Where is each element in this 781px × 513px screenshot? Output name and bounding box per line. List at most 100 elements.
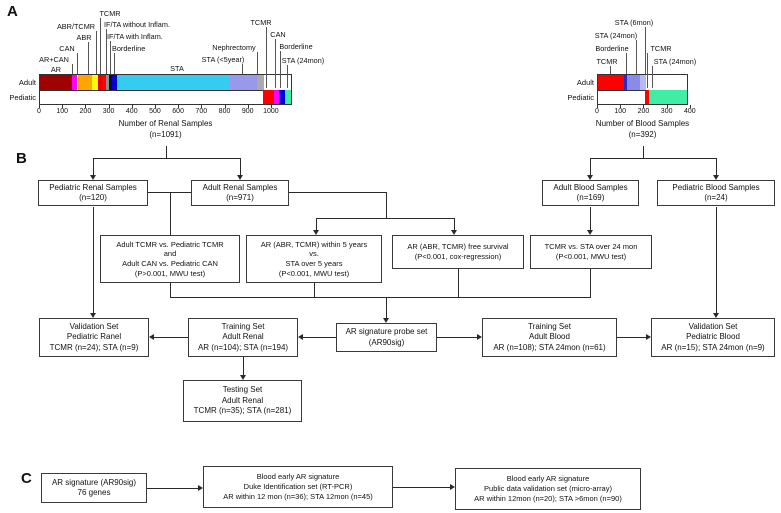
connector-line [437, 337, 478, 339]
arrowhead-down [587, 175, 593, 180]
blood-chart-axis-title: Number of Blood Samples [595, 119, 690, 128]
blood-chart-tick [620, 105, 622, 108]
blood-chart-row-label: Adult [576, 77, 594, 87]
box-line: TCMR (n=24); STA (n=9) [49, 342, 139, 352]
connector-line [147, 488, 199, 490]
arrowhead-down [451, 230, 457, 235]
connector-line [170, 297, 591, 299]
arrowhead-down [383, 318, 389, 323]
connector-line [170, 283, 172, 297]
renal-chart-callout-label: AR [50, 65, 62, 74]
box-line: Training Set [528, 321, 571, 331]
segment-sta-24mon- [285, 90, 291, 104]
box-adult-renal-samples: Adult Renal Samples (n=971) [191, 180, 289, 206]
renal-chart-callout-label: Borderline [279, 42, 313, 51]
renal-chart-tick [154, 105, 156, 108]
box-training-adult-renal: Training Set Adult Renal AR (n=104); STA… [188, 318, 298, 357]
box-line: AR signature (AR90sig) [51, 477, 137, 487]
connector-line [643, 146, 645, 158]
box-testing-adult-renal: Testing Set Adult Renal TCMR (n=35); STA… [183, 380, 302, 422]
box-comparison-free-survival: AR (ABR, TCMR) free survival (P<0.001, c… [392, 235, 524, 269]
segment-borderline [112, 75, 118, 90]
renal-chart-callout-line [96, 31, 97, 74]
segment-sta-5year- [229, 75, 258, 90]
connector-line [289, 192, 387, 194]
box-line: AR within 12 mon (n=36); STA 12mon (n=45… [223, 491, 373, 501]
connector-line [716, 158, 718, 176]
connector-line [316, 219, 318, 231]
blood-chart-callout-label: STA (6mon) [614, 18, 654, 27]
renal-chart-callout-label: TCMR [99, 9, 121, 18]
blood-chart-axis-n-label: (n=392) [628, 130, 657, 139]
renal-chart-callout-line [242, 64, 243, 74]
arrowhead-down [90, 313, 96, 318]
renal-chart-tick [270, 105, 272, 108]
box-line: AR signature probe set [345, 327, 428, 337]
segment-if-ta-with-inflam- [109, 75, 112, 90]
renal-chart-callout-line [106, 29, 107, 74]
connector-line [454, 219, 456, 231]
connector-line [166, 146, 168, 158]
connector-line [303, 337, 336, 339]
renal-chart-callout-line [88, 42, 89, 74]
renal-chart-tick [108, 105, 110, 108]
blood-chart-callout-label: STA (24mon) [594, 31, 638, 40]
renal-chart-callout-line [72, 64, 73, 74]
renal-chart-tick-label: 200 [79, 108, 92, 115]
blood-chart-row-label: Pediatic [567, 92, 594, 102]
connector-line [617, 337, 647, 339]
box-line: Adult Blood Samples [553, 182, 628, 192]
connector-line [590, 207, 592, 231]
renal-chart-callout-label: IF/TA with Inflam. [107, 32, 163, 41]
renal-chart-callout-line [266, 27, 267, 88]
arrowhead-right [646, 334, 651, 341]
box-line: AR (ABR, TCMR) free survival [407, 242, 509, 252]
connector-line [314, 283, 316, 297]
box-pediatric-renal-samples: Pediatric Renal Samples (n=120) [38, 180, 148, 206]
box-line: Adult Renal [221, 395, 264, 405]
connector-line [386, 298, 388, 319]
renal-chart-callout-line [257, 52, 258, 74]
renal-chart-callout-label: IF/TA without Inflam. [104, 20, 170, 29]
renal-chart-axis-title: Number of Renal Samples [118, 119, 213, 128]
box-line: Duke Identification set (RT-PCR) [243, 482, 353, 492]
arrowhead-right [450, 484, 455, 491]
blood-chart-tick [666, 105, 668, 108]
blood-chart-tick [643, 105, 645, 108]
arrowhead-down [90, 175, 96, 180]
box-comparison-within-5-years: AR (ABR, TCMR) within 5 years vs. STA ov… [246, 235, 382, 283]
segment-borderline [624, 75, 628, 90]
segment-tcmr [263, 90, 274, 104]
renal-chart-callout-line [275, 39, 276, 88]
box-line: Adult CAN vs. Pediatric CAN [122, 259, 218, 268]
blood-chart-callout-label: TCMR [596, 57, 618, 66]
connector-line [386, 193, 388, 218]
box-line: 76 genes [77, 488, 111, 497]
arrowhead-down [713, 175, 719, 180]
box-line: and [163, 249, 177, 259]
blood-chart-tick-label: 300 [660, 108, 673, 115]
renal-chart-tick [224, 105, 226, 108]
box-validation-pediatric-blood: Validation Set Pediatric Blood AR (n=15)… [651, 318, 775, 357]
renal-chart-tick [85, 105, 87, 108]
renal-chart-callout-label: AR+CAN [39, 55, 69, 64]
blood-chart-callout-label: TCMR [650, 44, 672, 53]
renal-chart-callout-line [77, 53, 78, 74]
arrowhead-left [149, 334, 154, 341]
renal-chart-tick-label: 100 [56, 108, 69, 115]
box-line: Validation Set [69, 321, 119, 331]
renal-chart-row-label: Pediatic [9, 92, 36, 102]
box-line: Adult Blood [529, 332, 570, 342]
segment-can [273, 90, 280, 104]
segment-sta-24mon- [648, 90, 687, 104]
renal-chart-tick-label: 600 [172, 108, 184, 115]
renal-chart-tick [178, 105, 180, 108]
connector-line [458, 269, 460, 297]
box-comparison-tcmr-can: Adult TCMR vs. Pediatric TCMR and Adult … [100, 235, 240, 283]
segment-tcmr [101, 75, 106, 90]
segment-abr [92, 75, 98, 90]
box-line: Pediatric Ranel [66, 332, 122, 342]
renal-chart-axis-n-label: (n=1091) [149, 130, 182, 139]
connector-line [148, 192, 191, 194]
segment-if-ta-without-inflam- [105, 75, 109, 90]
